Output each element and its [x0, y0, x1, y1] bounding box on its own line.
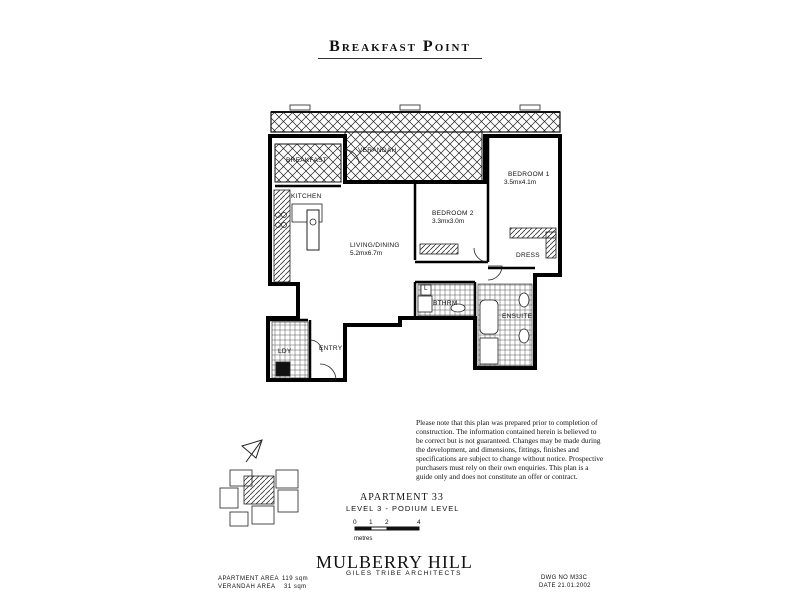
bedroom2-label: BEDROOM 2 [432, 210, 474, 217]
verandah-area-label: VERANDAH AREA [218, 584, 276, 590]
breakfast-label: BREAKFAST [286, 157, 327, 164]
architect-name: GILES TRIBE ARCHITECTS [346, 570, 462, 577]
verandah-label: VERANDAH [358, 147, 397, 154]
page-title: Breakfast Point [329, 38, 471, 55]
scale-bar [354, 526, 420, 531]
interior-walls [268, 136, 535, 380]
scale-tick: 0 [353, 519, 357, 526]
bedroom1-label: BEDROOM 1 [508, 171, 550, 178]
apartment-area-value: 119 sqm [282, 576, 309, 582]
bedroom2-dimension: 3.3mx3.0m [432, 218, 465, 225]
dress-robe [545, 231, 557, 259]
project-name: MULBERRY HILL [316, 552, 473, 572]
breakfast-area [274, 143, 342, 183]
ensuite-label: ENSUITE [502, 313, 533, 320]
bedroom1-dimension: 3.5mx4.1m [504, 179, 537, 186]
scale-tick: 2 [385, 519, 389, 526]
title-underline [318, 58, 482, 59]
linen-label: L [424, 285, 428, 292]
drawing-number: DWG NO M33C [541, 575, 588, 581]
scale-tick: 4 [417, 519, 421, 526]
apartment-name: APARTMENT 33 [360, 492, 444, 503]
doors [309, 149, 503, 381]
apartment-area-label: APARTMENT AREA [218, 576, 280, 582]
laundry-label: LDY [278, 348, 292, 355]
disclaimer-note: Please note that this plan was prepared … [416, 418, 604, 481]
drawing-date: DATE 21.01.2002 [539, 583, 591, 589]
apartment-level: LEVEL 3 - PODIUM LEVEL [346, 504, 460, 513]
living-dimension: 5.2mx6.7m [350, 250, 383, 257]
entry-label: ENTRY [319, 345, 343, 352]
verandah-area [270, 104, 561, 183]
bedroom2-wardrobe [419, 243, 459, 255]
site-keyplan [219, 469, 299, 527]
bath-fixtures [275, 284, 530, 377]
living-label: LIVING/DINING [350, 242, 400, 249]
north-compass-icon [240, 439, 263, 463]
dress-label: DRESS [516, 252, 540, 259]
bathroom-label: BTHRM [433, 300, 458, 307]
scale-unit: metres [354, 536, 373, 542]
scale-tick: 1 [369, 519, 373, 526]
verandah-area-value: 31 sqm [284, 584, 307, 590]
kitchen-label: KITCHEN [291, 193, 322, 200]
kitchen-fixtures [273, 189, 323, 283]
